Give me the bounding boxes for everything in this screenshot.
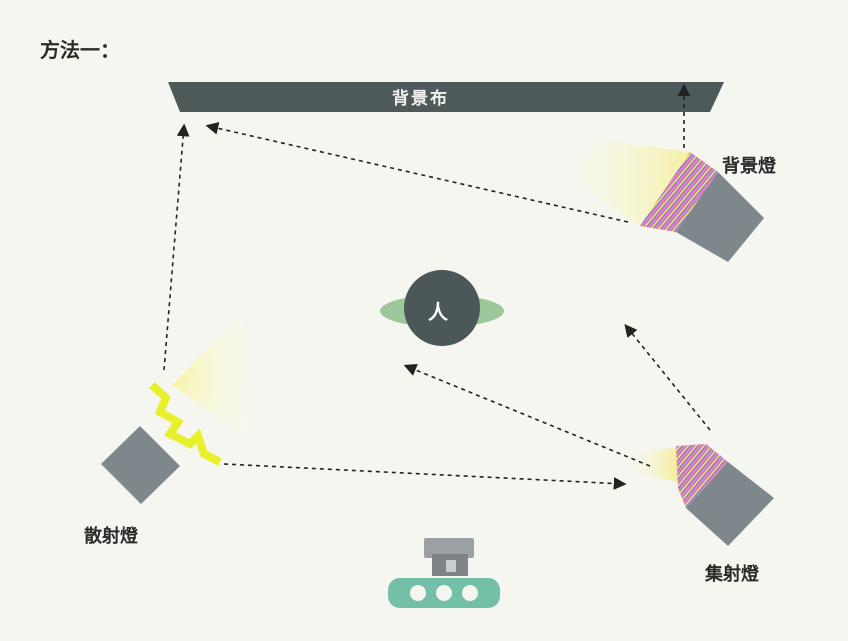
diagram-title: 方法一： [40, 38, 120, 62]
background-light-icon [565, 140, 764, 262]
focus-light-icon [628, 444, 774, 546]
light-path-arrows [163, 83, 711, 490]
arrow-scatter-to-cloth [163, 123, 190, 371]
person-subject-icon [380, 270, 504, 346]
backdrop-cloth [168, 82, 724, 112]
camera-icon [388, 538, 500, 608]
background-light-label: 背景燈 [722, 156, 776, 177]
background-cloth-label: 背景布 [392, 89, 449, 109]
arrow-focus-to-person [403, 363, 651, 467]
arrow-focus-to-bglight [624, 324, 711, 431]
person-label: 人 [428, 300, 448, 324]
arrow-bglight-to-cloth-left [205, 122, 629, 223]
scatter-light-icon [101, 312, 248, 504]
scatter-light-label: 散射燈 [84, 526, 138, 547]
arrow-scatter-to-focus [223, 463, 627, 490]
focus-light-label: 集射燈 [705, 564, 759, 585]
